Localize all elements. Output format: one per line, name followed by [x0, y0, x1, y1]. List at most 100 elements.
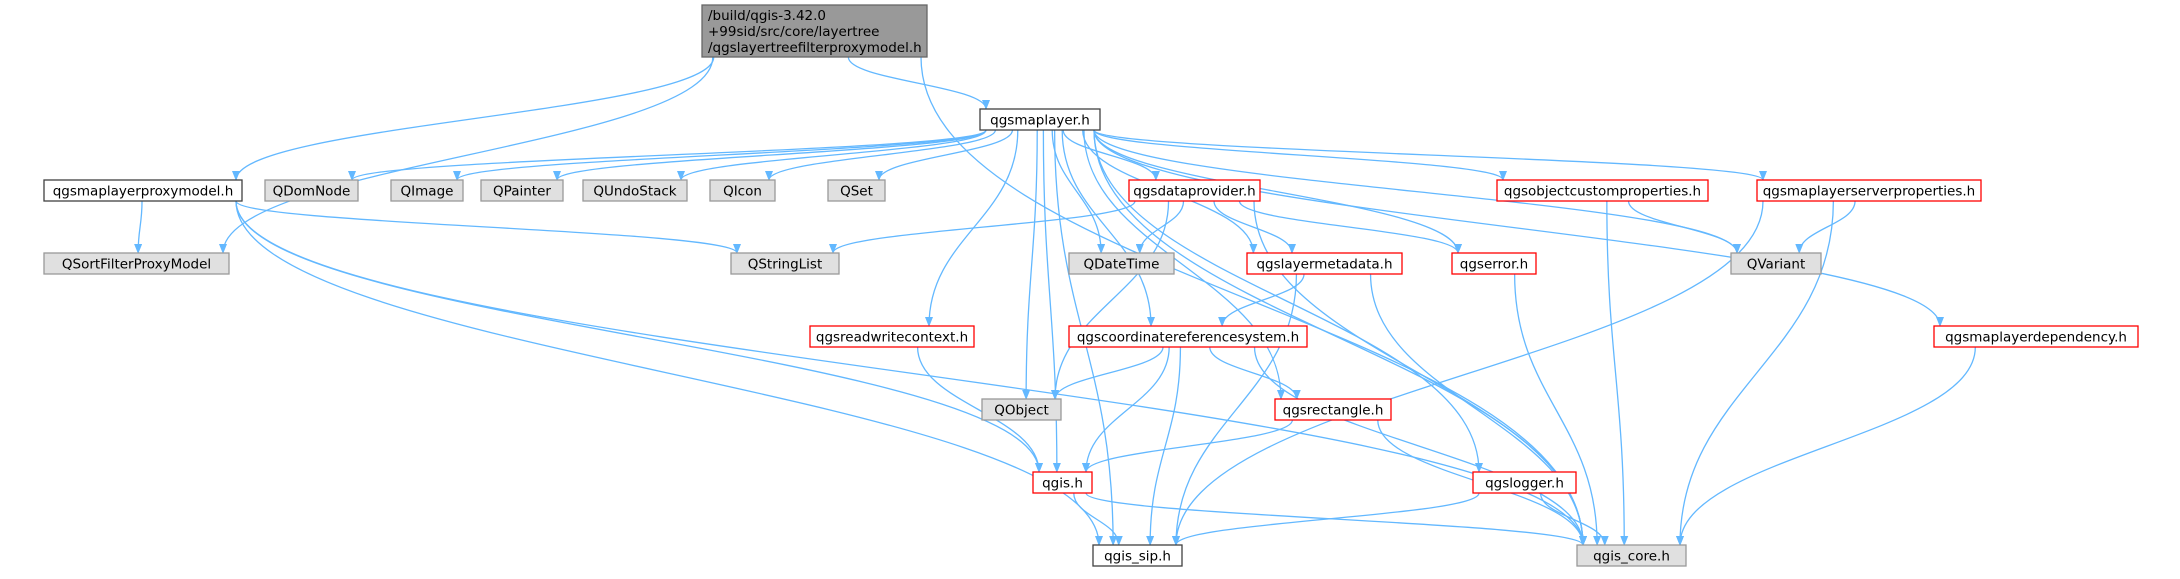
node-QObject: QObject — [981, 398, 1062, 421]
edge-line — [232, 56, 715, 181]
node-sip[interactable]: qgis_sip.h — [1092, 544, 1183, 567]
edge-crs-to-sip — [1146, 346, 1182, 546]
node-box — [1576, 544, 1687, 567]
node-rectangle[interactable]: qgsrectangle.h — [1274, 398, 1392, 421]
node-root: /build/qgis-3.42.0+99sid/src/core/layert… — [701, 4, 928, 58]
node-serverprops[interactable]: qgsmaplayerserverproperties.h — [1756, 179, 1982, 202]
node-box — [43, 252, 230, 275]
node-layermetadata[interactable]: qgslayermetadata.h — [1246, 252, 1403, 275]
edge-logger-to-sip — [1172, 492, 1480, 546]
node-objcustom[interactable]: qgsobjectcustomproperties.h — [1496, 179, 1709, 202]
node-box — [1933, 325, 2139, 348]
edge-line — [1369, 273, 1587, 546]
edge-line — [1238, 200, 1462, 254]
edge-serverprops-to-QVariant — [1795, 200, 1856, 254]
edge-line — [348, 129, 987, 181]
node-crs[interactable]: qgscoordinatereferencesystem.h — [1068, 325, 1308, 348]
node-box — [1756, 179, 1982, 202]
edge-line — [1085, 492, 1587, 546]
edge-line — [847, 56, 990, 110]
edge-line — [1093, 129, 1483, 473]
edge-crs-to-core — [1253, 346, 1587, 546]
edge-line — [1172, 492, 1480, 546]
edge-qgsmaplayer-to-dataprovider — [1062, 129, 1160, 181]
edge-line — [219, 56, 714, 254]
node-box — [1068, 325, 1308, 348]
edge-qgsmaplayer-to-QDateTime — [1051, 129, 1106, 254]
node-box — [730, 252, 840, 275]
edge-logger-to-core — [1539, 492, 1609, 546]
edge-line — [829, 200, 1136, 254]
edge-line — [1172, 200, 1764, 546]
edge-qgsmaplayer-to-qgis — [1042, 129, 1061, 473]
node-label: qgscoordinatereferencesystem.h — [1077, 330, 1299, 346]
edge-line — [553, 129, 987, 181]
node-qgserror[interactable]: qgserror.h — [1451, 252, 1537, 275]
edge-line — [1209, 346, 1301, 400]
edge-line — [1213, 200, 1296, 254]
edge-root-to-proxymodel — [232, 56, 715, 181]
node-box — [1092, 544, 1183, 567]
edge-layermetadata-to-core — [1369, 273, 1587, 546]
edge-proxymodel-to-QSortFilterProxyModel — [134, 200, 143, 254]
node-proxymodel[interactable]: qgsmaplayerproxymodel.h — [43, 179, 243, 202]
edge-qgsmaplayer-to-logger — [1093, 129, 1483, 473]
node-label: QImage — [401, 184, 454, 200]
edge-line — [1082, 419, 1294, 473]
node-label: qgsdataprovider.h — [1133, 184, 1255, 200]
node-box — [390, 179, 464, 202]
node-box — [480, 179, 564, 202]
node-dataprovider[interactable]: qgsdataprovider.h — [1128, 179, 1261, 202]
node-box — [701, 4, 928, 58]
edge-layermetadata-to-sip — [1172, 273, 1298, 546]
node-QImage: QImage — [390, 179, 464, 202]
edge-line — [134, 200, 143, 254]
node-box — [827, 179, 886, 202]
node-label: QSortFilterProxyModel — [62, 257, 211, 273]
node-label: QVariant — [1747, 257, 1806, 273]
node-box — [1032, 471, 1093, 494]
node-QDateTime: QDateTime — [1068, 252, 1175, 275]
edge-rectangle-to-qgis — [1082, 419, 1294, 473]
edge-qgsmaplayer-to-serverprops — [1093, 129, 1767, 181]
edge-line — [235, 200, 741, 254]
node-QSet: QSet — [827, 179, 886, 202]
node-label: QSet — [840, 184, 873, 200]
edge-serverprops-to-core — [1676, 200, 1835, 546]
node-QSortFilterProxyModel: QSortFilterProxyModel — [43, 252, 230, 275]
node-label: /qgslayertreefilterproxymodel.h — [708, 40, 922, 56]
node-box — [1068, 252, 1175, 275]
edge-dataprovider-to-QDateTime — [1135, 200, 1185, 254]
node-dependency[interactable]: qgsmaplayerdependency.h — [1933, 325, 2139, 348]
edge-qgis-to-sip — [1073, 492, 1123, 546]
node-qgis[interactable]: qgis.h — [1032, 471, 1093, 494]
edge-qgsmaplayer-to-QIcon — [765, 129, 997, 181]
edge-root-to-qgsmaplayer — [847, 56, 990, 110]
node-readwrite[interactable]: qgsreadwritecontext.h — [809, 325, 975, 348]
edge-line — [235, 200, 1103, 546]
edge-dataprovider-to-qgserror — [1238, 200, 1462, 254]
node-qgsmaplayer[interactable]: qgsmaplayer.h — [979, 108, 1101, 131]
edge-root-to-QSortFilterProxyModel — [219, 56, 714, 254]
node-label: qgsrectangle.h — [1283, 403, 1384, 419]
edge-qgsmaplayer-to-QPainter — [553, 129, 987, 181]
edge-line — [1093, 129, 1507, 181]
edge-proxymodel-to-QStringList — [235, 200, 741, 254]
edge-line — [1061, 129, 1155, 327]
edge-crs-to-QObject — [1051, 346, 1164, 400]
node-box — [709, 179, 776, 202]
edge-line — [1627, 200, 1741, 254]
node-QDomNode: QDomNode — [264, 179, 359, 202]
node-logger[interactable]: qgslogger.h — [1472, 471, 1577, 494]
edge-line — [1073, 492, 1123, 546]
edge-line — [1513, 273, 1602, 546]
edge-line — [1042, 129, 1061, 473]
node-box — [981, 398, 1062, 421]
edge-qgsmaplayer-to-QObject — [1022, 129, 1038, 400]
node-QStringList: QStringList — [730, 252, 840, 275]
edge-qgsmaplayer-to-dependency — [1093, 129, 1944, 327]
edge-line — [453, 129, 987, 181]
node-label: qgslogger.h — [1485, 476, 1564, 492]
edge-line — [1093, 129, 1462, 254]
node-label: qgsobjectcustomproperties.h — [1504, 184, 1701, 200]
